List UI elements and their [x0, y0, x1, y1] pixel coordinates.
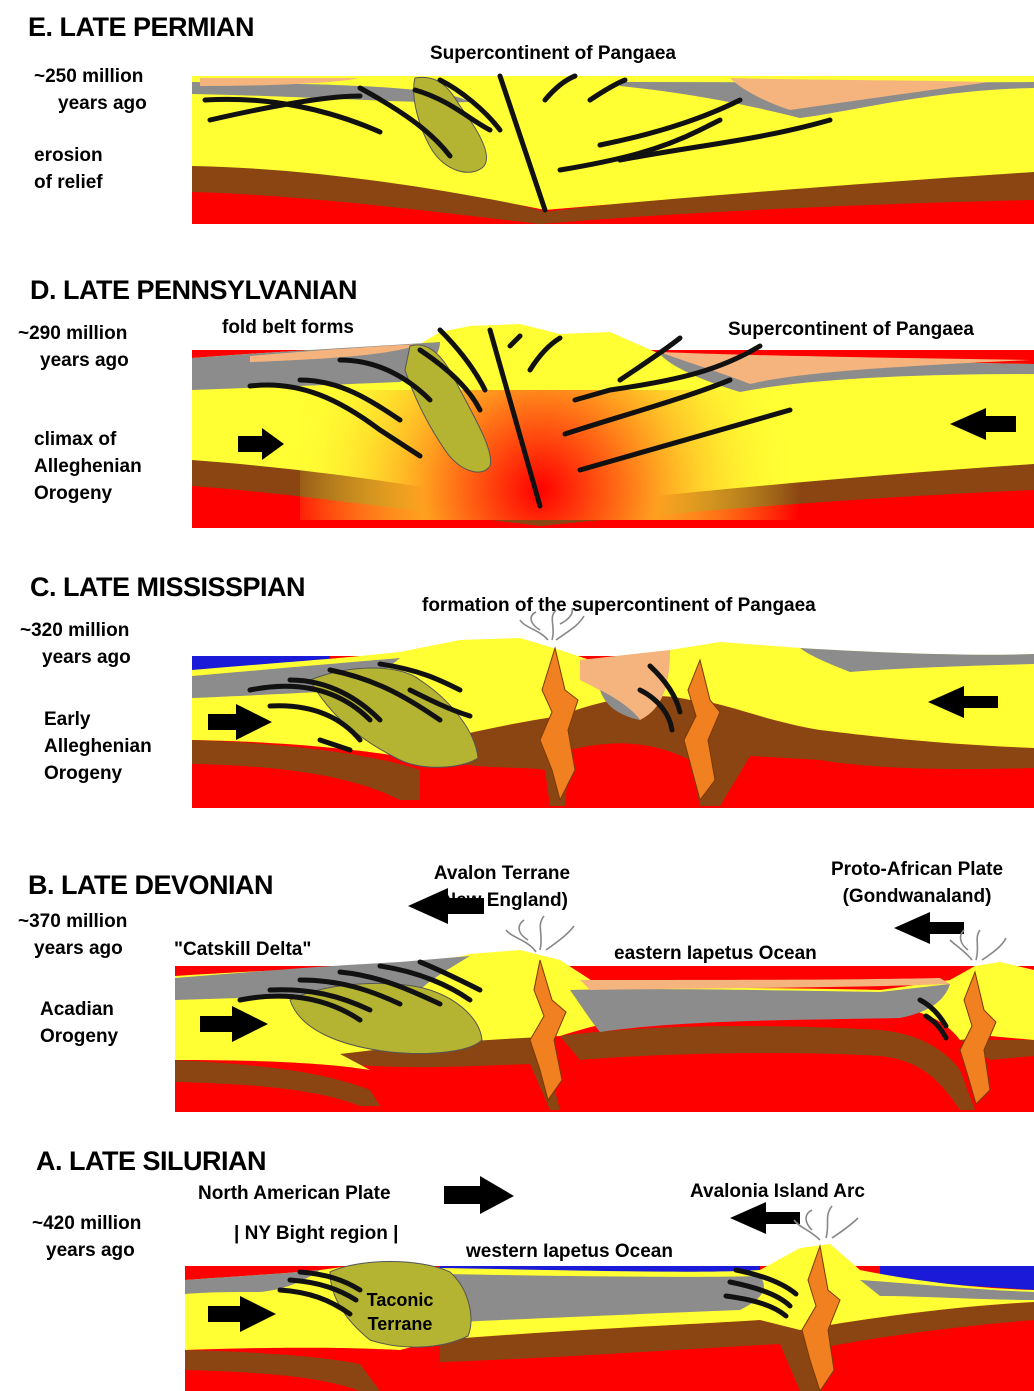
panel-a-ny-bight-label: | NY Bight region | [234, 1220, 398, 1247]
plume-stroke [982, 938, 1006, 960]
panel-d-section [192, 324, 1034, 528]
panel-e-title: E. LATE PERMIAN [28, 12, 254, 43]
panel-a-avalonia-label: Avalonia Island Arc [690, 1178, 865, 1205]
panel-c-note: Early Alleghenian Orogeny [44, 706, 152, 787]
panel-a-taconic-label: Taconic Terrane [350, 1288, 450, 1336]
panel-b-volcano-plume-east [950, 930, 1006, 960]
panel-a-volcano-plume [794, 1206, 858, 1240]
panel-a-section [185, 1176, 1034, 1391]
panel-c-title: C. LATE MISSISSPIAN [30, 572, 305, 603]
panel-a-na-plate-label: North American Plate [198, 1180, 391, 1207]
panel-e-age-line2: years ago [58, 90, 147, 117]
panel-d-heat [300, 390, 800, 520]
panel-a-arrow-na-plate [444, 1176, 514, 1214]
panel-b-avalon-label: Avalon Terrane (New England) [412, 860, 592, 914]
plume-stroke [832, 1218, 858, 1238]
panel-b-gondwana-label: Proto-African Plate (Gondwanaland) [800, 856, 1034, 910]
plume-stroke [976, 930, 980, 960]
panel-e-section [192, 76, 1034, 224]
plume-stroke [806, 1210, 812, 1230]
panel-b-title: B. LATE DEVONIAN [28, 870, 273, 901]
panel-e-note: erosion of relief [34, 142, 103, 196]
panel-d-title: D. LATE PENNSYLVANIAN [30, 275, 357, 306]
panel-e-age-line1: ~250 million [34, 63, 143, 90]
panel-a-age-line1: ~420 million [32, 1210, 141, 1237]
panel-b-section [175, 888, 1034, 1112]
panel-b-catskill-label: "Catskill Delta" [174, 936, 311, 963]
panel-d-note: climax of Alleghenian Orogeny [34, 426, 142, 507]
panel-b-ocean-label: eastern Iapetus Ocean [614, 940, 817, 967]
panel-b-volcano-plume-west [506, 916, 574, 952]
panel-a-age-line2: years ago [46, 1237, 135, 1264]
plume-stroke [520, 620, 548, 640]
panel-b-arrow-gondwana [894, 912, 964, 944]
plume-stroke [961, 930, 968, 950]
panel-a-ocean-label: western Iapetus Ocean [466, 1238, 673, 1265]
panel-e-pangaea-label: Supercontinent of Pangaea [430, 40, 676, 67]
plume-stroke [546, 926, 574, 950]
panel-c-pangaea-label: formation of the supercontinent of Panga… [422, 592, 816, 619]
panel-b-age-line2: years ago [34, 935, 123, 962]
panel-b-age-line1: ~370 million [18, 908, 127, 935]
panel-c-age-line2: years ago [42, 644, 131, 671]
panel-b-note: Acadian Orogeny [40, 996, 118, 1050]
panel-d-fold-belt-label: fold belt forms [222, 314, 354, 341]
panel-d-age-line1: ~290 million [18, 320, 127, 347]
panel-c-section [192, 608, 1034, 808]
panel-a-title: A. LATE SILURIAN [36, 1146, 266, 1177]
plume-stroke [826, 1206, 832, 1238]
plume-stroke [519, 920, 528, 940]
plume-stroke [556, 616, 584, 640]
panel-c-age-line1: ~320 million [20, 617, 129, 644]
panel-a-arrow-avalonia [730, 1202, 800, 1234]
panel-d-pangaea-label: Supercontinent of Pangaea [728, 316, 974, 343]
panel-d-age-line2: years ago [40, 347, 129, 374]
plume-stroke [540, 916, 544, 950]
